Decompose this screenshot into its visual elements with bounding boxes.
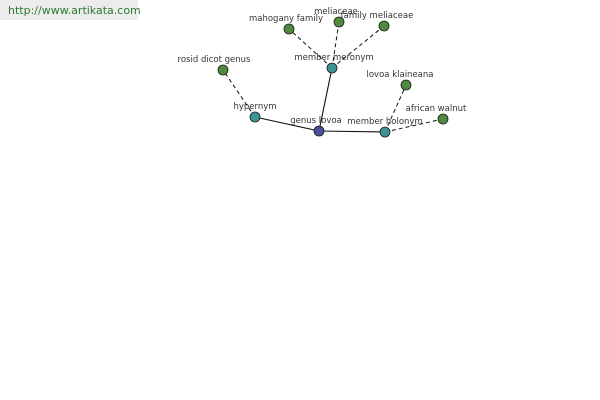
node-member-holonym[interactable]: member holonym [347, 117, 423, 138]
node-family-meliaceae-label[interactable]: family meliaceae [341, 11, 414, 21]
node-member-meronym-dot[interactable] [326, 62, 338, 74]
node-hypernym[interactable]: hypernym [233, 102, 277, 123]
node-meliaceae[interactable]: meliaceae [314, 7, 358, 28]
node-family-meliaceae[interactable]: family meliaceae [341, 11, 414, 32]
node-lovoa-klaineana-label[interactable]: lovoa klaineana [367, 70, 434, 80]
node-member-meronym[interactable]: member meronym [294, 53, 374, 74]
node-lovoa-klaineana-dot[interactable] [400, 79, 412, 91]
node-meliaceae-dot[interactable] [333, 16, 345, 28]
edge-holonym-african-walnut [384, 118, 444, 133]
node-genus-lovoa-label[interactable]: genus lovoa [290, 116, 342, 126]
node-genus-lovoa[interactable]: genus lovoa [290, 116, 342, 137]
site-url[interactable]: http://www.artikata.com [8, 4, 141, 17]
url-bar: http://www.artikata.com [0, 0, 141, 20]
node-mahogany-family-label[interactable]: mahogany family [249, 14, 323, 24]
node-african-walnut-label[interactable]: african walnut [406, 104, 467, 114]
node-genus-lovoa-dot[interactable] [313, 125, 325, 137]
node-family-meliaceae-dot[interactable] [378, 20, 390, 32]
edge-genus-member-meronym [318, 67, 333, 132]
node-rosid-dicot-genus[interactable]: rosid dicot genus [178, 55, 251, 76]
node-mahogany-family[interactable]: mahogany family [249, 14, 323, 35]
node-lovoa-klaineana[interactable]: lovoa klaineana [367, 70, 434, 91]
node-african-walnut-dot[interactable] [437, 113, 449, 125]
node-member-holonym-dot[interactable] [379, 126, 391, 138]
node-african-walnut[interactable]: african walnut [406, 104, 467, 125]
edge-genus-member-holonym [318, 130, 386, 133]
node-meliaceae-label[interactable]: meliaceae [314, 7, 358, 17]
edge-hypernym-rosid-dicot-genus [222, 69, 256, 118]
edge-meronym-meliaceae [331, 21, 340, 69]
edge-holonym-lovoa-klaineana [384, 84, 407, 133]
node-member-holonym-label[interactable]: member holonym [347, 117, 422, 127]
node-hypernym-dot[interactable] [249, 111, 261, 123]
node-rosid-dicot-genus-dot[interactable] [217, 64, 229, 76]
node-mahogany-family-dot[interactable] [283, 23, 295, 35]
node-member-meronym-label[interactable]: member meronym [294, 53, 373, 63]
node-rosid-dicot-genus-label[interactable]: rosid dicot genus [178, 55, 251, 65]
edge-meronym-mahogany-family [288, 28, 333, 69]
edge-genus-hypernym [254, 116, 320, 132]
node-hypernym-label[interactable]: hypernym [233, 102, 276, 112]
